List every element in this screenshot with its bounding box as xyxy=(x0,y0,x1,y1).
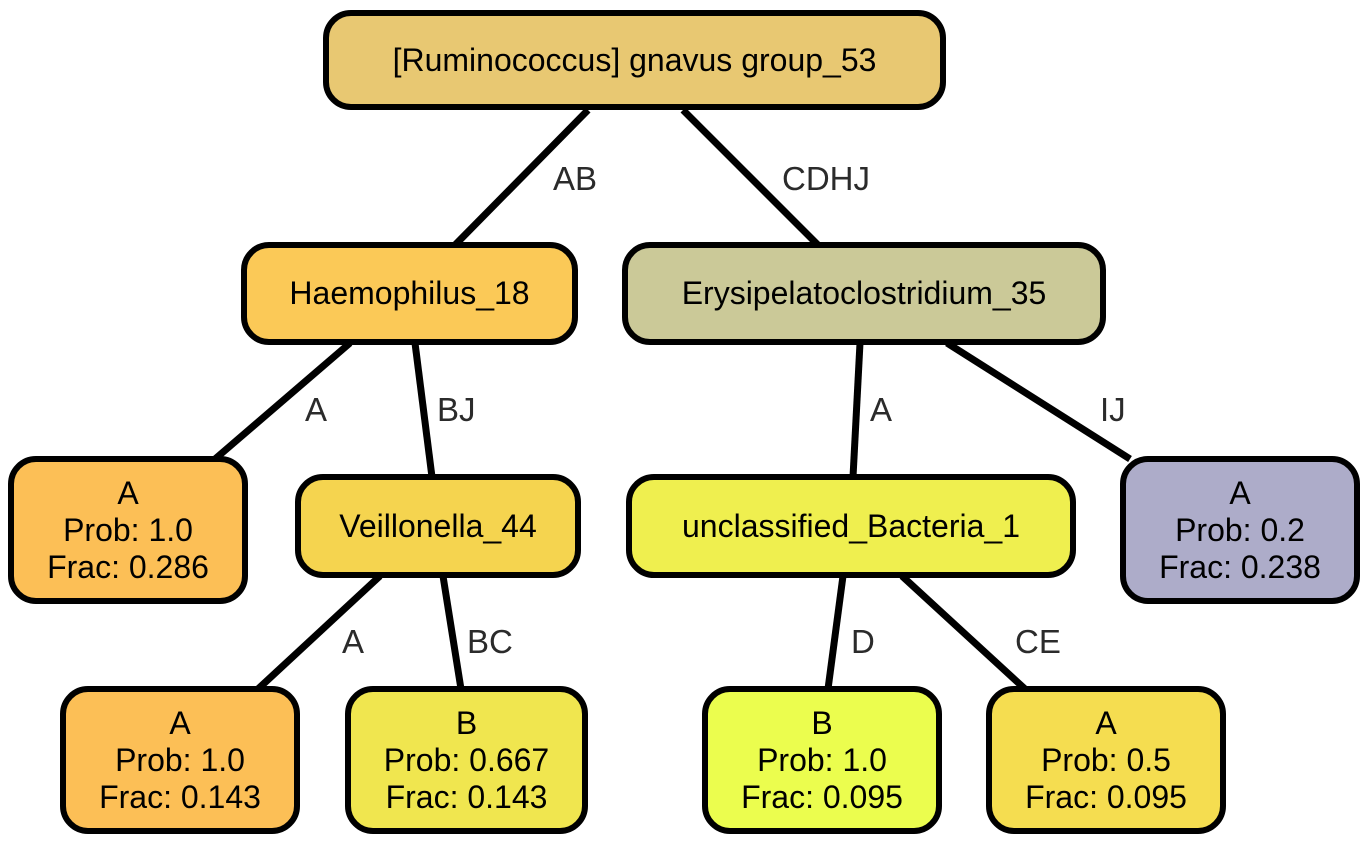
edge-unclassified-b2 xyxy=(824,575,847,690)
edge-label-a-erysipelato: A xyxy=(870,391,892,428)
leaf-prob: Prob: 0.5 xyxy=(1041,741,1171,778)
edge-haemophilus-veillonella xyxy=(411,342,436,478)
edge-label-cdhj: CDHJ xyxy=(782,160,870,197)
leaf-prob: Prob: 0.667 xyxy=(383,741,550,778)
edge-label-bc: BC xyxy=(467,623,513,660)
edge-veillonella-b1 xyxy=(439,575,465,690)
leaf-node-a-3: A Prob: 0.5 Frac: 0.095 xyxy=(986,686,1226,834)
edge-label-ab: AB xyxy=(553,160,597,197)
leaf-prob: Prob: 1.0 xyxy=(757,741,887,778)
leaf-prob: Prob: 1.0 xyxy=(115,741,245,778)
root-node-title: [Ruminococcus] gnavus group_53 xyxy=(392,41,877,78)
erysipelato-node: Erysipelatoclostridium_35 xyxy=(622,242,1106,345)
leaf-prob: Prob: 1.0 xyxy=(63,511,193,548)
leaf-node-a-2: A Prob: 1.0 Frac: 0.143 xyxy=(60,686,300,834)
leaf-node-a-1: A Prob: 1.0 Frac: 0.286 xyxy=(8,456,248,604)
leaf-class-label: B xyxy=(455,704,478,741)
edge-root-haemophilus xyxy=(452,107,591,248)
leaf-frac: Frac: 0.286 xyxy=(47,548,209,585)
edge-haemophilus-a1 xyxy=(212,340,353,462)
edge-label-ij: IJ xyxy=(1100,391,1126,428)
unclassified-node: unclassified_Bacteria_1 xyxy=(626,474,1076,578)
edge-unclassified-a3 xyxy=(899,573,1028,692)
veillonella-node-title: Veillonella_44 xyxy=(339,507,537,544)
leaf-node-b-1: B Prob: 0.667 Frac: 0.143 xyxy=(345,686,588,834)
leaf-frac: Frac: 0.095 xyxy=(741,778,903,815)
leaf-class-label: A xyxy=(169,704,191,741)
unclassified-node-title: unclassified_Bacteria_1 xyxy=(682,507,1020,544)
haemophilus-node-title: Haemophilus_18 xyxy=(289,275,530,311)
leaf-node-b-2: B Prob: 1.0 Frac: 0.095 xyxy=(702,686,942,834)
leaf-frac: Frac: 0.143 xyxy=(99,778,261,815)
root-node: [Ruminococcus] gnavus group_53 xyxy=(323,10,946,110)
leaf-frac: Frac: 0.095 xyxy=(1025,778,1187,815)
edge-label-a-haemophilus: A xyxy=(305,391,327,428)
leaf-node-a-ij: A Prob: 0.2 Frac: 0.238 xyxy=(1120,456,1360,604)
edge-erysipelato-unclassified xyxy=(849,342,864,478)
edge-label-d: D xyxy=(851,623,875,660)
erysipelato-node-title: Erysipelatoclostridium_35 xyxy=(681,275,1047,311)
leaf-class-label: A xyxy=(117,474,139,511)
haemophilus-node: Haemophilus_18 xyxy=(241,242,578,345)
veillonella-node: Veillonella_44 xyxy=(295,474,581,578)
edge-label-ce: CE xyxy=(1015,623,1061,660)
edge-root-erysipelato xyxy=(680,107,821,248)
leaf-class-label: B xyxy=(811,704,833,741)
edge-erysipelato-leaf-ij xyxy=(945,340,1132,462)
leaf-frac: Frac: 0.238 xyxy=(1159,548,1321,585)
leaf-prob: Prob: 0.2 xyxy=(1175,511,1305,548)
edge-veillonella-a2 xyxy=(255,573,383,692)
edge-label-a-veillonella: A xyxy=(342,623,364,660)
edge-label-bj: BJ xyxy=(437,391,476,428)
leaf-frac: Frac: 0.143 xyxy=(385,778,548,815)
leaf-class-label: A xyxy=(1229,474,1251,511)
leaf-class-label: A xyxy=(1095,704,1117,741)
